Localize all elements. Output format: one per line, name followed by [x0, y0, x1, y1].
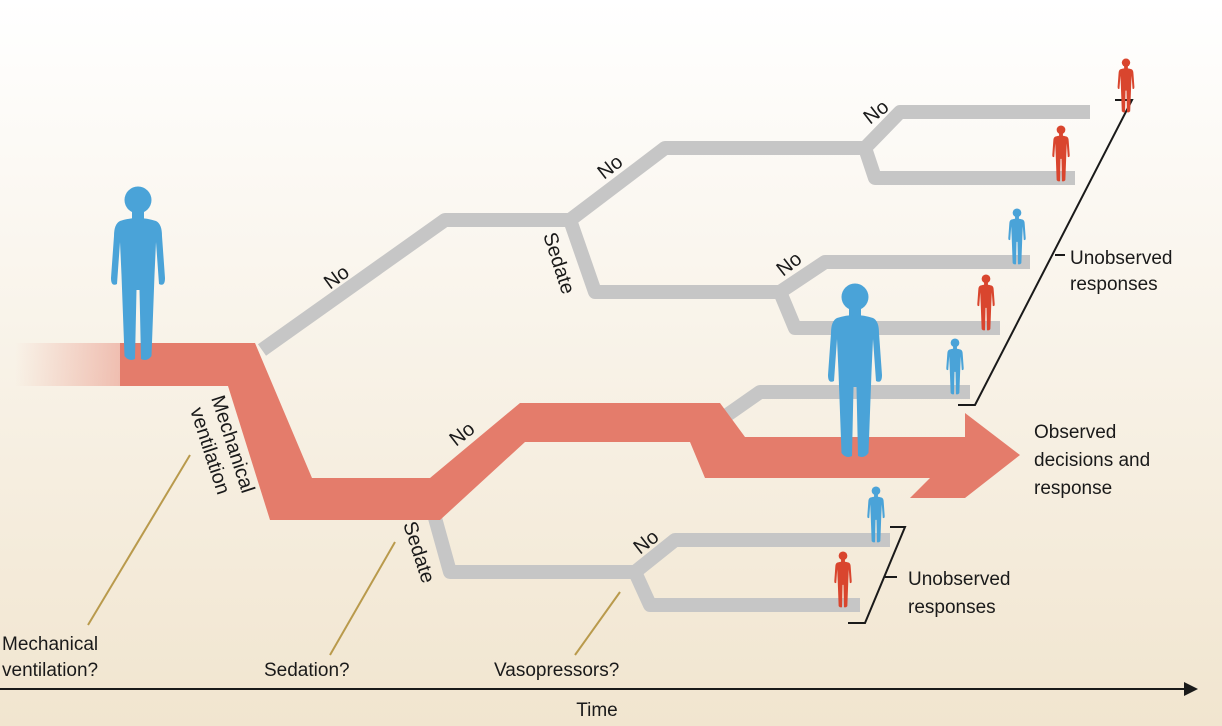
- leader-vasopressors: [574, 591, 621, 656]
- unobserved-upper-line2: responses: [1070, 274, 1158, 295]
- time-axis-arrowhead: [1184, 682, 1198, 696]
- path-observed-alt: [715, 385, 970, 426]
- side-labels: Unobserved responses Observed decisions …: [908, 248, 1172, 618]
- unobserved-paths: [257, 105, 1090, 612]
- unobserved-lower-line1: Unobserved: [908, 569, 1010, 590]
- question-mechanical-ventilation-line1: Mechanical: [2, 634, 98, 655]
- decision-questions: Mechanical ventilation? Sedation? Vasopr…: [2, 634, 619, 681]
- leader-mechanical-ventilation: [87, 454, 191, 626]
- leader-sedation: [329, 541, 396, 656]
- question-mechanical-ventilation-line2: ventilation?: [2, 660, 98, 681]
- observed-arrow-tail: [910, 478, 965, 498]
- observed-path-body: [120, 343, 1020, 520]
- time-axis: Time: [0, 682, 1198, 721]
- leader-lines: [87, 454, 621, 656]
- bracket-lower: [848, 526, 907, 624]
- path-top: [257, 105, 1090, 356]
- observed-line1: Observed: [1034, 422, 1116, 443]
- time-axis-label: Time: [576, 700, 618, 721]
- path-mid-second: [773, 289, 1000, 335]
- unobserved-lower-line2: responses: [908, 597, 996, 618]
- observed-line2: decisions and: [1034, 450, 1150, 471]
- question-sedation: Sedation?: [264, 660, 350, 681]
- path-top-second: [858, 145, 1075, 185]
- unobserved-upper-line1: Unobserved: [1070, 248, 1172, 269]
- observed-line3: response: [1034, 478, 1112, 499]
- path-low-second: [628, 569, 860, 612]
- question-vasopressors: Vasopressors?: [494, 660, 619, 681]
